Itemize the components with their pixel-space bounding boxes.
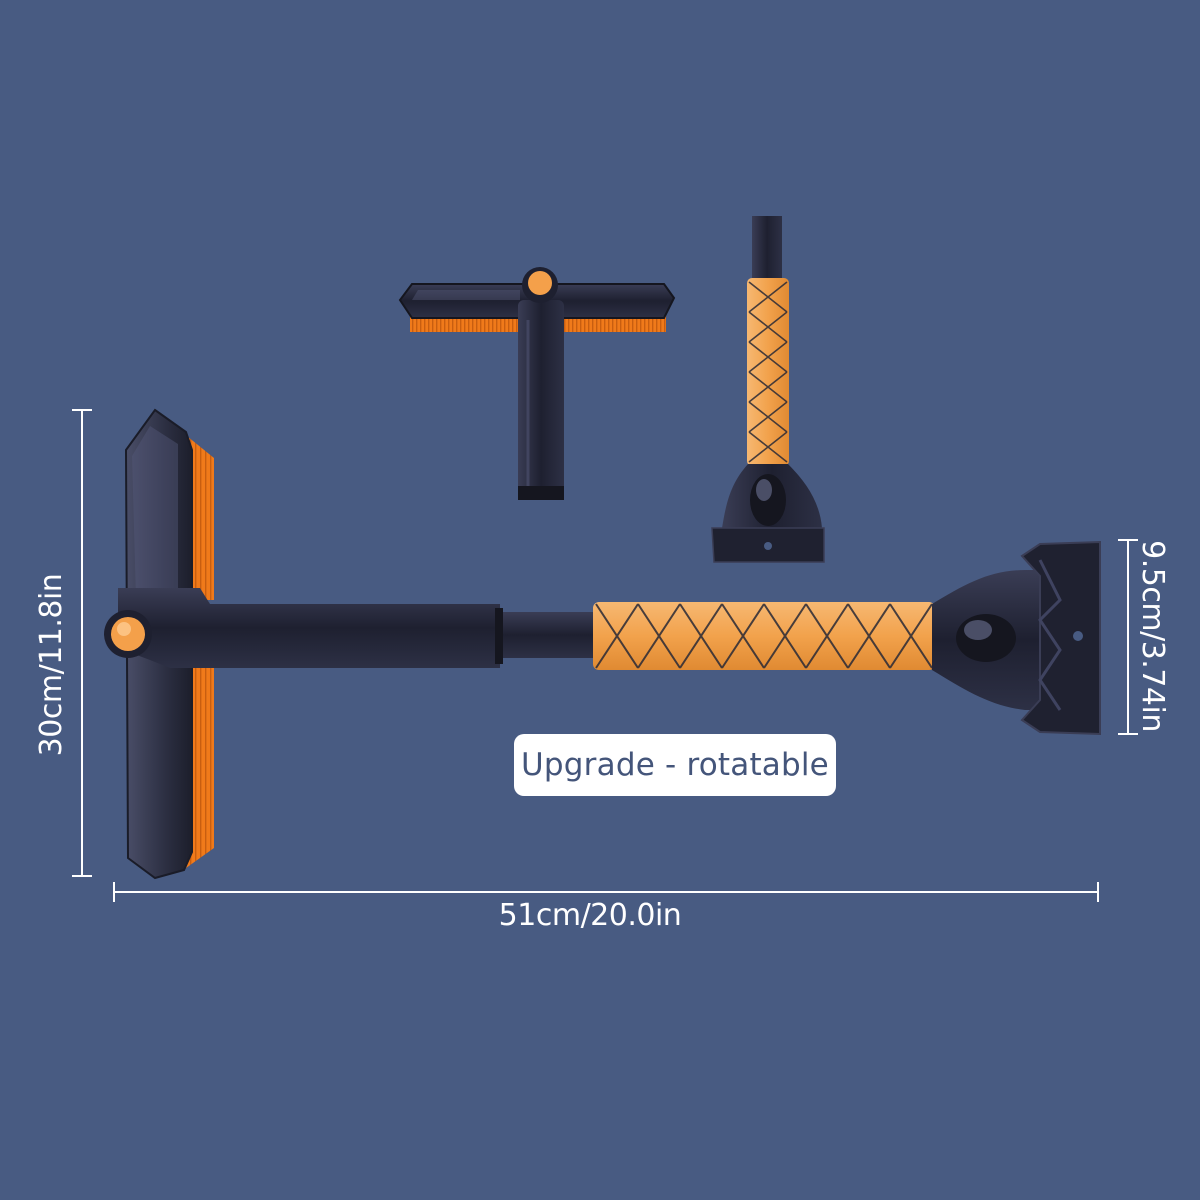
feature-badge-text: Upgrade - rotatable	[521, 747, 829, 783]
width-dimension-label: 51cm/20.0in	[498, 898, 682, 933]
foam-grip	[593, 602, 935, 670]
dimension-lines	[72, 409, 1138, 902]
feature-badge: Upgrade - rotatable	[514, 734, 836, 796]
scraper-top-view	[711, 216, 825, 563]
ice-scraper-blade	[1020, 540, 1101, 736]
tool-shaft	[495, 612, 605, 658]
main-tool	[104, 408, 1101, 880]
scraper-width-label: 9.5cm/3.74in	[1135, 540, 1170, 732]
height-dimension-label: 30cm/11.8in	[34, 573, 69, 757]
brush-top-view	[398, 267, 676, 500]
